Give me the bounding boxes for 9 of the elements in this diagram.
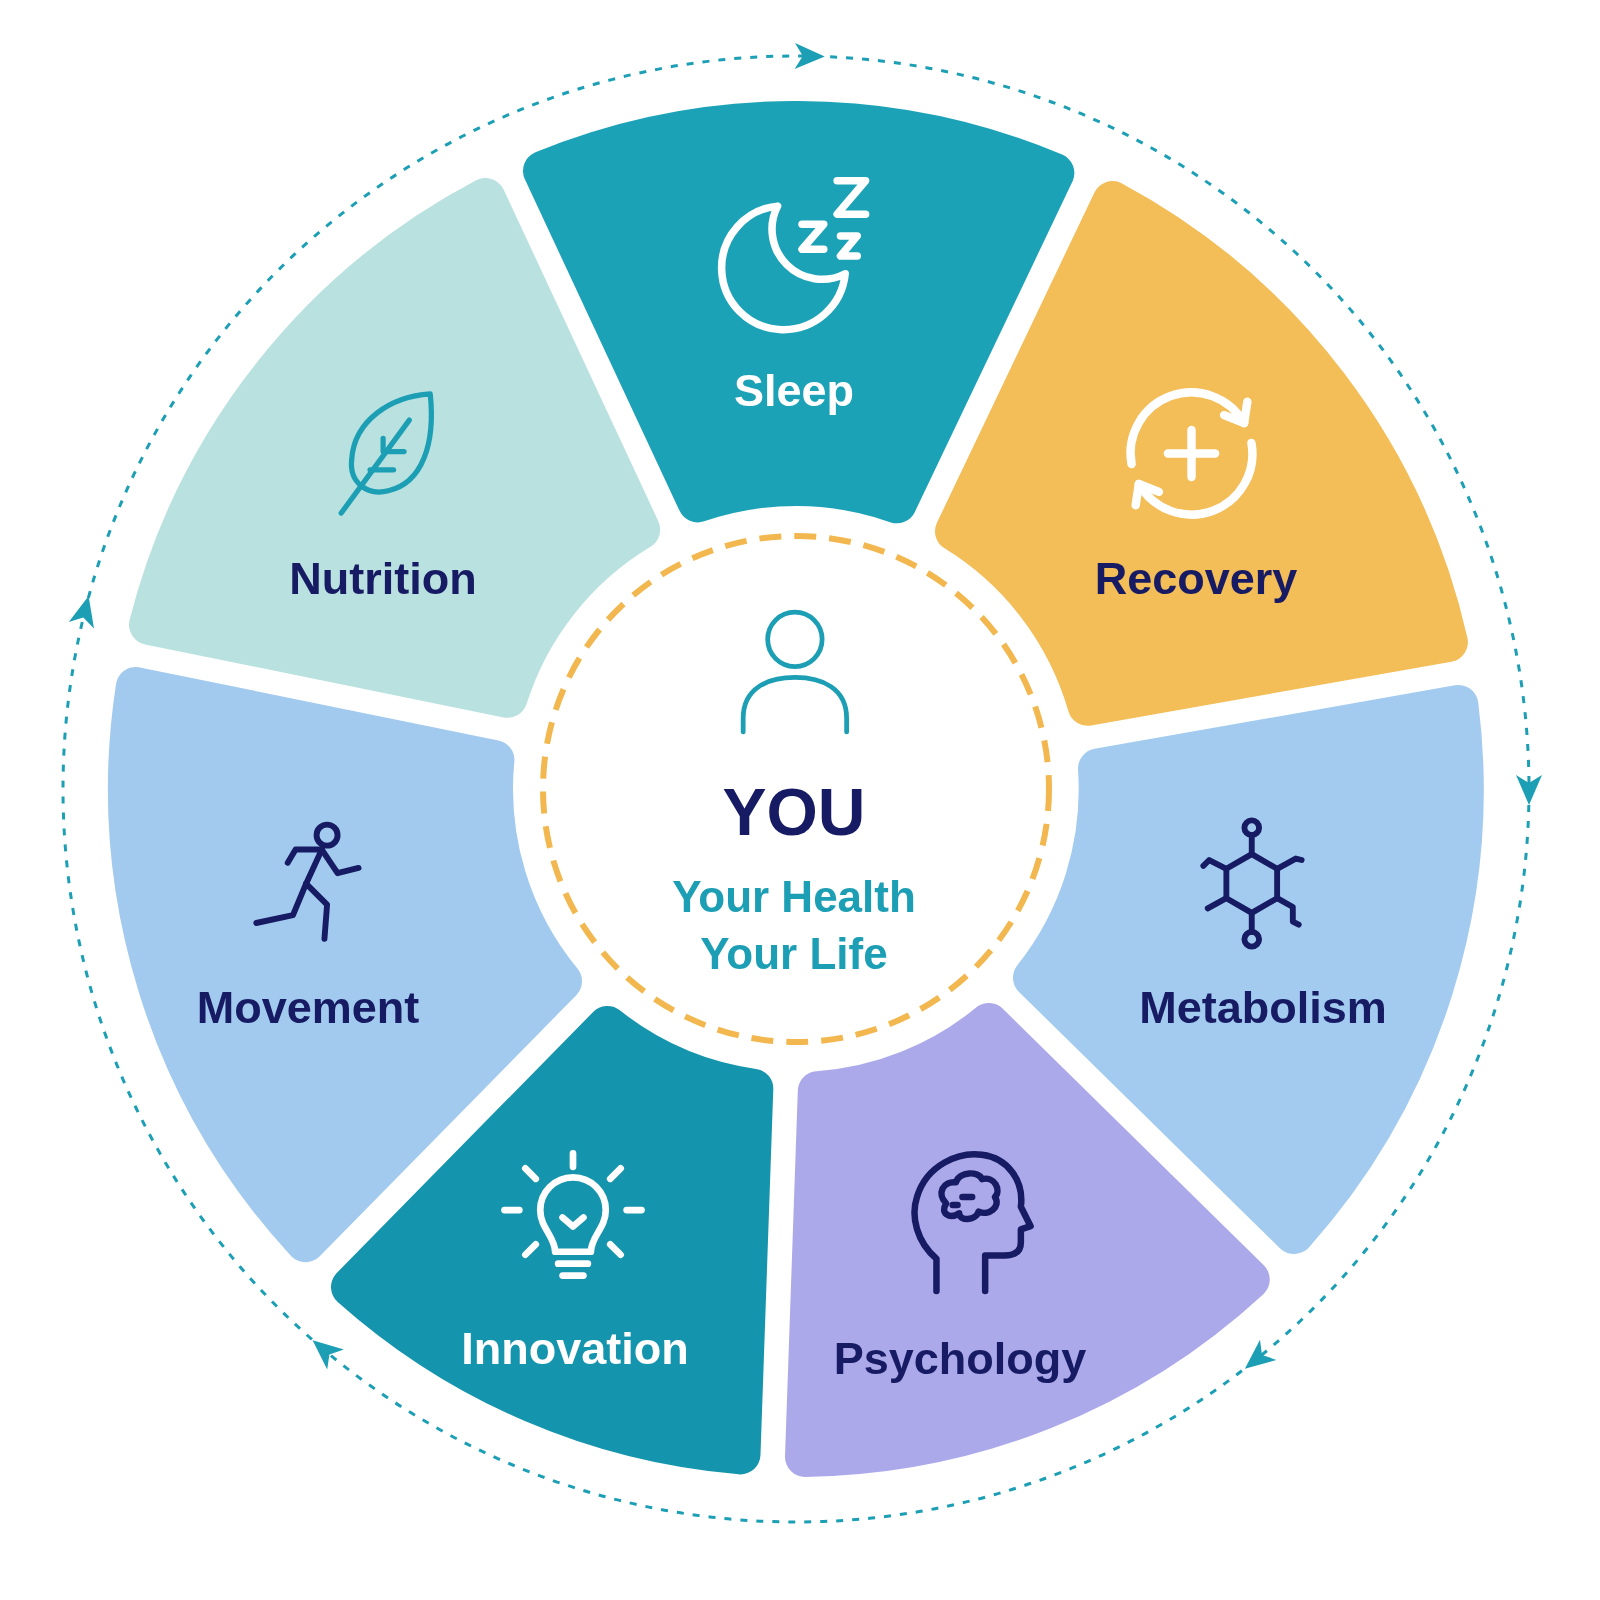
center-subtitle: Your Health Your Life — [671, 870, 917, 980]
center-heading: YOU — [722, 774, 866, 852]
segment-label: Movement — [196, 980, 420, 1035]
segment-label: Metabolism — [1139, 980, 1387, 1035]
segment-label: Psychology — [833, 1331, 1087, 1386]
segment-label: Sleep — [733, 363, 855, 418]
segment-label: Innovation — [461, 1321, 689, 1376]
segment-label: Recovery — [1094, 551, 1298, 606]
segment-label: Nutrition — [289, 551, 477, 606]
